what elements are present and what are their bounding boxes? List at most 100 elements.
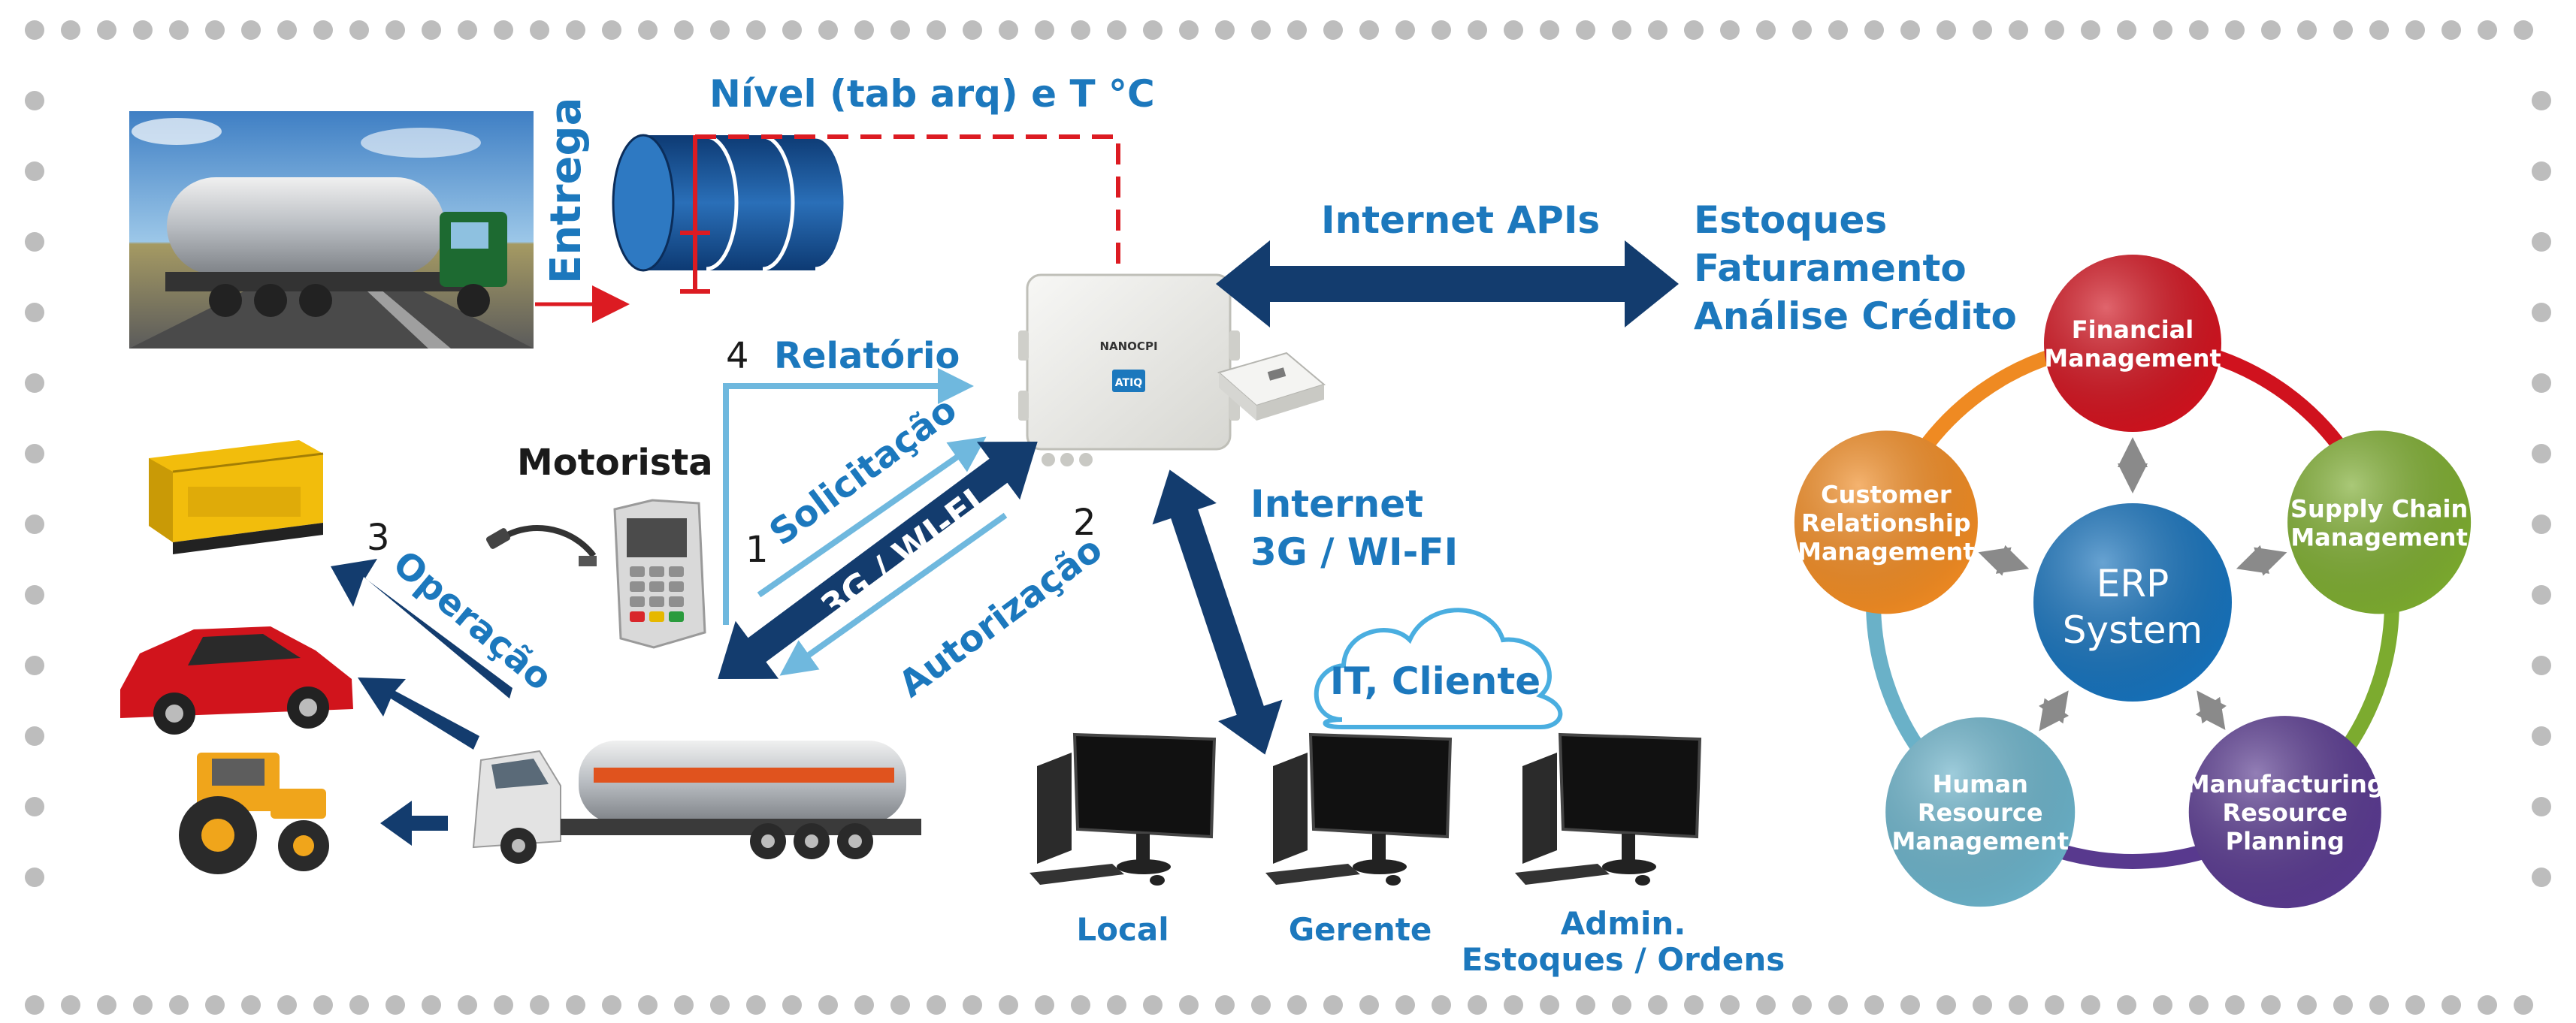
erp-connector-arrow	[2236, 545, 2287, 576]
border-dot	[25, 232, 44, 252]
border-dot	[313, 20, 333, 40]
border-dot	[1937, 20, 1956, 40]
tractor-icon	[179, 753, 329, 874]
border-dot	[1251, 20, 1271, 40]
desktop-computer-icon	[1515, 732, 1702, 886]
border-dot	[2189, 20, 2209, 40]
border-dot	[1540, 20, 1559, 40]
border-dot	[25, 91, 44, 110]
border-dot	[2532, 303, 2551, 322]
erp-module-label: Resource	[1918, 798, 2043, 827]
border-dot	[2261, 995, 2281, 1015]
border-dot	[1648, 995, 1667, 1015]
erp-center-label: System	[2063, 608, 2203, 652]
border-dot	[638, 20, 658, 40]
border-dot	[1287, 995, 1307, 1015]
left-3g-wifi-arrow	[718, 442, 1038, 679]
border-dot	[25, 656, 44, 675]
border-dot	[1215, 20, 1235, 40]
border-dot	[710, 20, 730, 40]
border-dot	[313, 995, 333, 1015]
erp-module-label: Human	[1933, 770, 2028, 798]
border-dot	[1071, 995, 1090, 1015]
modem-module	[1217, 352, 1326, 421]
border-dot	[97, 995, 116, 1015]
border-dot	[2297, 20, 2317, 40]
border-dot	[2045, 995, 2064, 1015]
internet-3g-label: 3G / WI-FI	[1250, 530, 1458, 574]
border-dot	[746, 20, 766, 40]
erp-connector-arrows	[1978, 437, 2287, 732]
border-dot	[2081, 995, 2100, 1015]
operacao-label: Operação	[385, 542, 560, 699]
border-dot	[2009, 995, 2028, 1015]
border-dot	[2333, 20, 2353, 40]
border-dot	[2261, 20, 2281, 40]
border-dot	[205, 20, 225, 40]
border-dot	[2333, 995, 2353, 1015]
border-dot	[2117, 20, 2136, 40]
border-dot	[349, 995, 369, 1015]
border-dot	[25, 868, 44, 887]
border-dot	[1179, 995, 1199, 1015]
border-dot	[169, 995, 189, 1015]
admin-estoques-ordens-label: Estoques / Ordens	[1462, 941, 1785, 978]
border-dot	[1973, 20, 1992, 40]
card-reader-cable-icon	[485, 525, 597, 566]
border-dot	[566, 995, 585, 1015]
border-dot	[530, 995, 549, 1015]
border-dot	[25, 585, 44, 605]
border-dot	[1937, 995, 1956, 1015]
border-dot	[2369, 20, 2389, 40]
operacao-arrows	[331, 559, 512, 846]
border-dot	[999, 995, 1018, 1015]
border-dot	[1792, 995, 1812, 1015]
border-dot	[2532, 797, 2551, 816]
border-dot	[602, 20, 621, 40]
device-sub-label: ATIQ	[1115, 377, 1143, 389]
border-dot	[2532, 444, 2551, 463]
border-dot	[2532, 232, 2551, 252]
border-dot	[1359, 20, 1379, 40]
border-dot	[2009, 20, 2028, 40]
border-dot	[2225, 20, 2245, 40]
border-dot	[2532, 656, 2551, 675]
erp-module-label: Relationship	[1801, 508, 1971, 537]
admin-label: Admin.	[1561, 905, 1686, 942]
border-dot	[349, 20, 369, 40]
border-dot	[61, 20, 80, 40]
border-dot	[494, 20, 513, 40]
border-dot	[602, 995, 621, 1015]
border-dot	[1215, 995, 1235, 1015]
erp-connector-arrow	[2039, 690, 2070, 732]
right-3g-wifi-arrow	[1152, 469, 1283, 755]
border-dot	[2153, 20, 2172, 40]
border-dot	[2153, 995, 2172, 1015]
border-dot	[1179, 20, 1199, 40]
border-dot	[999, 20, 1018, 40]
erp-module-label: Management	[2044, 344, 2221, 373]
erp-center-label: ERP	[2097, 562, 2169, 605]
border-dot	[1251, 995, 1271, 1015]
erp-connector-arrow	[1978, 545, 2030, 576]
border-dot	[1828, 995, 1848, 1015]
faturamento-label: Faturamento	[1694, 246, 1967, 290]
border-dot	[1323, 20, 1343, 40]
border-dot	[97, 20, 116, 40]
border-dot	[25, 995, 44, 1015]
border-dot	[1143, 995, 1163, 1015]
border-dot	[205, 995, 225, 1015]
border-dot	[674, 20, 694, 40]
border-dot	[1900, 20, 1920, 40]
border-dot	[1684, 20, 1704, 40]
relatorio-number: 4	[726, 335, 749, 377]
device-brand-label: NANOCPI	[1099, 339, 1157, 353]
internet-label: Internet	[1250, 482, 1423, 526]
border-dot	[277, 995, 297, 1015]
